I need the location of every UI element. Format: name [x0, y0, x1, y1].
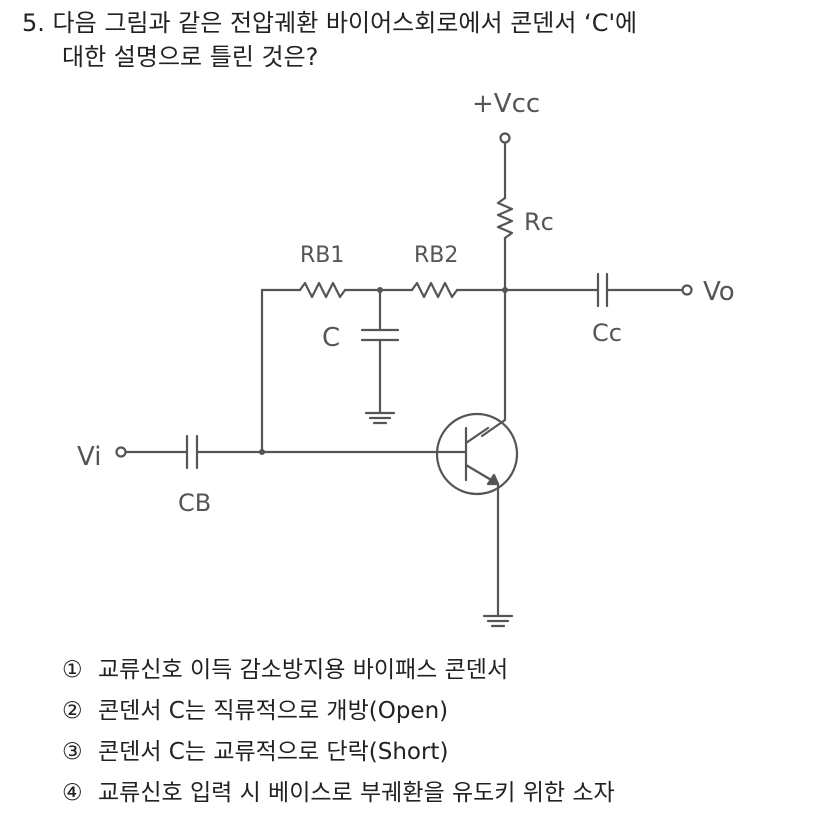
answer-choices: ① 교류신호 이득 감소방지용 바이패스 콘덴서 ② 콘덴서 C는 직류적으로 개방…: [62, 650, 822, 814]
rc-resistor: [496, 196, 514, 240]
vcc-terminal: [499, 132, 511, 144]
question-line-1: 5. 다음 그림과 같은 전압궤환 바이어스회로에서 콘덴서 ‘C'에: [22, 9, 638, 37]
choice-4[interactable]: ④ 교류신호 입력 시 베이스로 부궤환을 유도키 위한 소자: [62, 773, 822, 814]
choice-text: 교류신호 입력 시 베이스로 부궤환을 유도키 위한 소자: [98, 780, 615, 806]
vo-terminal: [681, 284, 693, 296]
label-rb1: RB1: [300, 243, 344, 268]
choice-text: 콘덴서 C는 직류적으로 개방(Open): [98, 698, 449, 724]
label-rc: Rc: [524, 208, 554, 236]
question-text: 5. 다음 그림과 같은 전압궤환 바이어스회로에서 콘덴서 ‘C'에 대한 설…: [22, 6, 812, 74]
rb2-resistor: [410, 281, 459, 299]
transistor-body: [435, 412, 519, 496]
label-vi: Vi: [77, 442, 101, 472]
choice-1[interactable]: ① 교류신호 이득 감소방지용 바이패스 콘덴서: [62, 650, 822, 691]
junction-dot-mid: [377, 287, 383, 293]
choice-number: ④: [62, 780, 83, 806]
question-line-2: 대한 설명으로 틀린 것은?: [62, 43, 319, 71]
junction-dot-collector: [502, 287, 508, 293]
vi-terminal: [115, 446, 127, 458]
ground-symbol-emitter: [482, 614, 514, 628]
choice-text: 콘덴서 C는 교류적으로 단락(Short): [98, 739, 449, 765]
label-rb2: RB2: [414, 243, 458, 268]
label-vo: Vo: [703, 277, 735, 307]
choice-2[interactable]: ② 콘덴서 C는 직류적으로 개방(Open): [62, 691, 822, 732]
choice-3[interactable]: ③ 콘덴서 C는 교류적으로 단락(Short): [62, 732, 822, 773]
label-c: C: [322, 323, 340, 353]
label-cb: CB: [178, 489, 211, 517]
emitter-arrow: [486, 473, 500, 486]
choice-number: ②: [62, 698, 83, 724]
ground-symbol-c: [364, 411, 396, 425]
rb1-resistor: [298, 281, 347, 299]
choice-number: ①: [62, 657, 83, 683]
junction-dot-base: [259, 449, 265, 455]
label-vcc: +Vcc: [472, 89, 540, 119]
choice-number: ③: [62, 739, 83, 765]
label-cc: Cc: [592, 319, 622, 347]
circuit-diagram: +Vcc Rc RB1 RB2 C Cc Vo Vi CB: [77, 89, 735, 628]
choice-text: 교류신호 이득 감소방지용 바이패스 콘덴서: [98, 657, 509, 683]
